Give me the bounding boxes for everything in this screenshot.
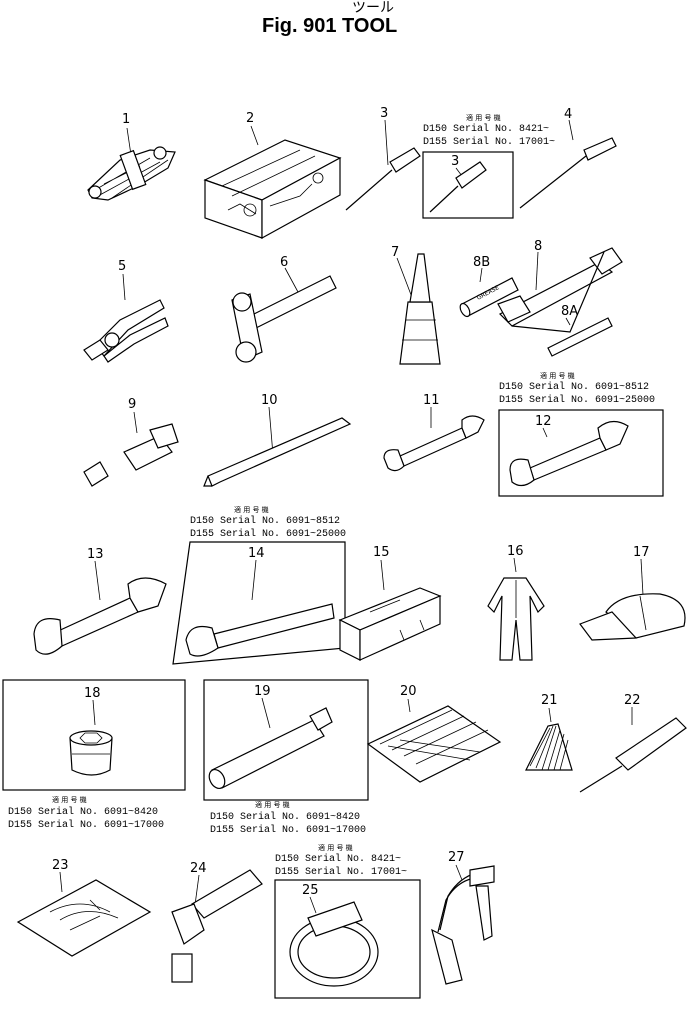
manual-icon xyxy=(16,879,152,957)
feeler-gauge-icon xyxy=(525,723,573,771)
item-number-11: 11 xyxy=(423,393,440,408)
extension-bar-icon xyxy=(208,707,333,790)
air-gun-icon xyxy=(431,865,495,985)
item-number-23: 23 xyxy=(52,858,69,873)
item-number-20: 20 xyxy=(400,684,417,699)
screwdriver-icon xyxy=(429,161,487,213)
oil-can-icon xyxy=(399,253,441,365)
open-end-wrench-icon xyxy=(383,415,485,472)
item-number-9: 9 xyxy=(128,397,137,412)
tool-case-icon xyxy=(338,587,442,661)
box-item-3 xyxy=(422,151,514,219)
item-number-24: 24 xyxy=(190,861,207,876)
note-line: D150 Serial No. 8421~ xyxy=(275,854,402,865)
clamp-ring-icon xyxy=(289,901,379,987)
note-line: D150 Serial No. 6091~8420 xyxy=(210,812,361,823)
note-jp: 適 用 号 機 xyxy=(52,796,87,804)
item-number-22: 22 xyxy=(624,693,641,708)
note-line: D150 Serial No. 6091~8512 xyxy=(499,382,650,393)
item-number-8b: 8B xyxy=(473,255,491,270)
item-number-16: 16 xyxy=(507,544,524,559)
note-line: D155 Serial No. 17001~ xyxy=(423,137,556,148)
screwdriver-icon xyxy=(519,137,617,209)
cap-icon xyxy=(579,593,686,641)
item-number-13: 13 xyxy=(87,547,104,562)
long-wrench-icon xyxy=(185,603,335,657)
item-number-21: 21 xyxy=(541,693,558,708)
item-number-19: 19 xyxy=(254,684,271,699)
wrench-set-icon xyxy=(87,146,176,201)
item-number-2: 2 xyxy=(246,111,255,126)
note-line: D155 Serial No. 6091~17000 xyxy=(210,825,367,836)
item-number-18: 18 xyxy=(84,686,101,701)
box-item-19 xyxy=(203,679,369,801)
item-number-8: 8 xyxy=(534,239,543,254)
item-number-8a: 8A xyxy=(561,304,579,319)
coverall-icon xyxy=(487,577,545,661)
item-number-10: 10 xyxy=(261,393,278,408)
bar-icon xyxy=(203,417,352,487)
note-line: D150 Serial No. 8421~ xyxy=(423,124,550,135)
item-number-17: 17 xyxy=(633,545,650,560)
item-number-3-boxed: 3 xyxy=(451,154,460,169)
note-line: D155 Serial No. 6091~25000 xyxy=(190,529,347,540)
figure-title: Fig. 901 TOOL xyxy=(262,15,398,37)
note-line: D150 Serial No. 6091~8420 xyxy=(8,807,159,818)
note-line: D155 Serial No. 6091~25000 xyxy=(499,395,656,406)
hammer-icon xyxy=(231,275,337,363)
item-number-27: 27 xyxy=(448,850,465,865)
note-line: D150 Serial No. 6091~8512 xyxy=(190,516,341,527)
item-number-7: 7 xyxy=(391,245,400,260)
open-end-wrench-icon xyxy=(33,577,167,655)
box-item-12 xyxy=(498,409,664,497)
note-line: D155 Serial No. 6091~17000 xyxy=(8,820,165,831)
note-line: D155 Serial No. 17001~ xyxy=(275,867,408,878)
item-number-5: 5 xyxy=(118,259,127,274)
adapter-icon xyxy=(83,423,179,487)
item-number-25: 25 xyxy=(302,883,319,898)
screwdriver-icon xyxy=(345,147,421,211)
socket-icon xyxy=(69,730,113,776)
nozzle-icon xyxy=(547,317,613,357)
item-number-4: 4 xyxy=(564,107,573,122)
box-item-25 xyxy=(274,879,421,999)
grease-gun-icon xyxy=(497,247,623,333)
note-jp: 適 用 号 機 xyxy=(255,801,290,809)
mat-icon xyxy=(366,705,502,783)
pliers-icon xyxy=(83,299,169,363)
box-item-18 xyxy=(2,679,186,791)
note-jp: 適 用 号 機 xyxy=(540,372,575,380)
note-jp: 適 用 号 機 xyxy=(234,506,269,514)
note-jp: 適 用 号 機 xyxy=(466,114,501,122)
item-number-6: 6 xyxy=(280,255,289,270)
item-number-12: 12 xyxy=(535,414,552,429)
item-number-1: 1 xyxy=(122,112,131,127)
item-number-3: 3 xyxy=(380,106,389,121)
socket-bar-icon xyxy=(171,869,263,983)
awl-icon xyxy=(579,717,687,793)
open-end-wrench-icon xyxy=(509,420,629,487)
item-number-14: 14 xyxy=(248,546,265,561)
note-jp: 適 用 号 機 xyxy=(318,844,353,852)
tool-box-icon xyxy=(203,139,342,240)
japanese-title: ツール xyxy=(352,0,394,15)
item-number-15: 15 xyxy=(373,545,390,560)
